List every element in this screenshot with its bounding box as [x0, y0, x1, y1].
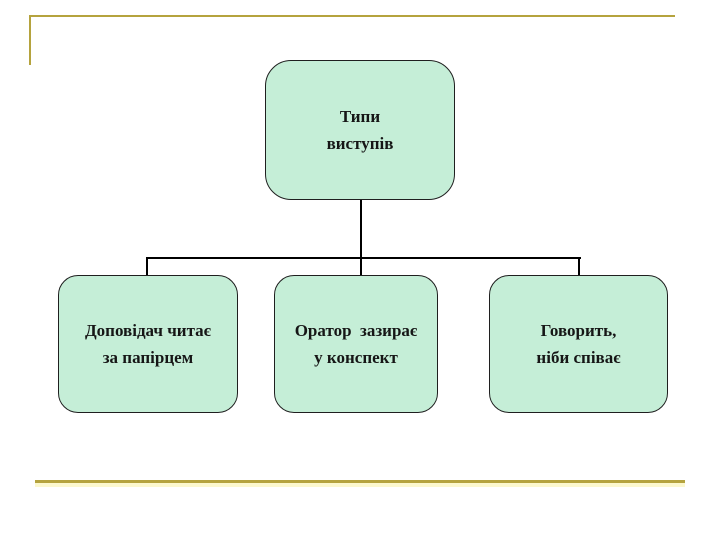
- top-gold-rule-vertical: [29, 15, 31, 65]
- bottom-gold-rule: [35, 480, 685, 483]
- diagram-root-box: Типи виступів: [265, 60, 455, 200]
- diagram-child-box-3: Говорить, ніби співає: [489, 275, 668, 413]
- connector-right-stub: [578, 257, 580, 276]
- diagram-child-box-2: Оратор зазирає у конспект: [274, 275, 438, 413]
- bottom-pale-rule: [35, 483, 685, 487]
- top-gold-rule-horizontal: [29, 15, 675, 17]
- connector-middle-stub: [360, 257, 362, 276]
- diagram-child-box-1: Доповідач читає за папірцем: [58, 275, 238, 413]
- connector-root-vertical: [360, 200, 362, 258]
- connector-horizontal-bar: [146, 257, 581, 259]
- connector-left-stub: [146, 257, 148, 276]
